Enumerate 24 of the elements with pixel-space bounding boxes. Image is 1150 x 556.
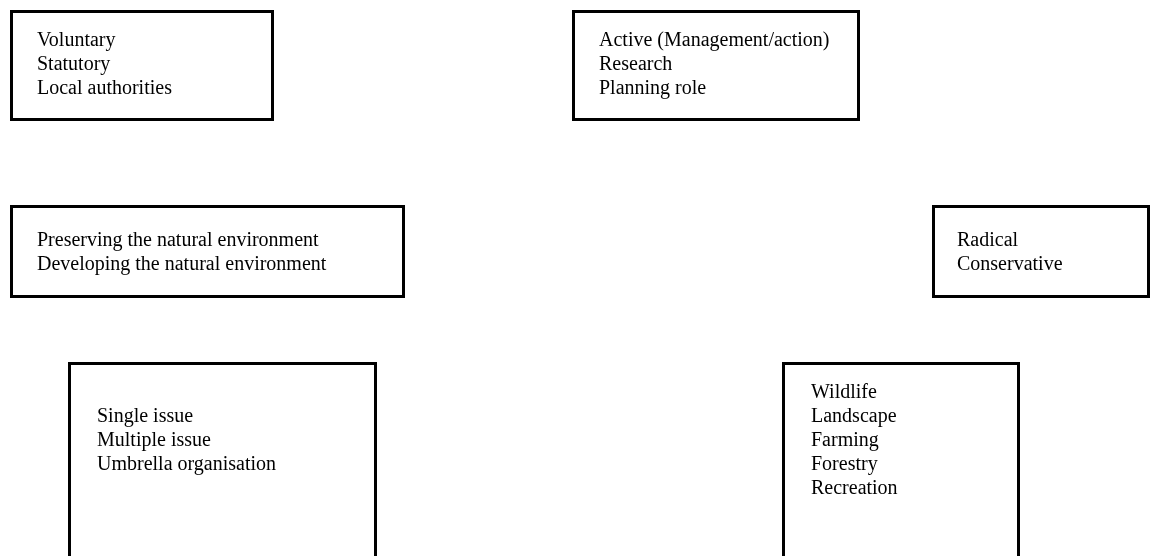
list-item: Multiple issue [97, 427, 211, 451]
list-item: Single issue [97, 403, 194, 427]
list-item: Voluntary [37, 27, 116, 51]
list-item: Research [599, 51, 673, 75]
list-item: Active (Management/action) [599, 27, 830, 51]
list-item: Forestry [811, 451, 878, 475]
list-box [932, 205, 1150, 298]
list-item: Farming [811, 427, 879, 451]
list-item: Conservative [957, 251, 1063, 275]
list-item: Umbrella organisation [97, 451, 277, 475]
list-item: Radical [957, 227, 1019, 251]
list-item: Planning role [599, 75, 707, 99]
list-box [572, 10, 860, 121]
list-box [10, 10, 274, 121]
list-item: Local authorities [37, 75, 172, 99]
list-item: Preserving the natural environment [37, 227, 319, 251]
list-item: Statutory [37, 51, 111, 75]
list-box [10, 205, 405, 298]
list-item: Wildlife [811, 379, 877, 403]
list-box [782, 362, 1020, 556]
list-item: Recreation [811, 475, 898, 499]
list-item: Landscape [811, 403, 897, 427]
list-item: Developing the natural environment [37, 251, 327, 275]
list-box [68, 362, 377, 556]
